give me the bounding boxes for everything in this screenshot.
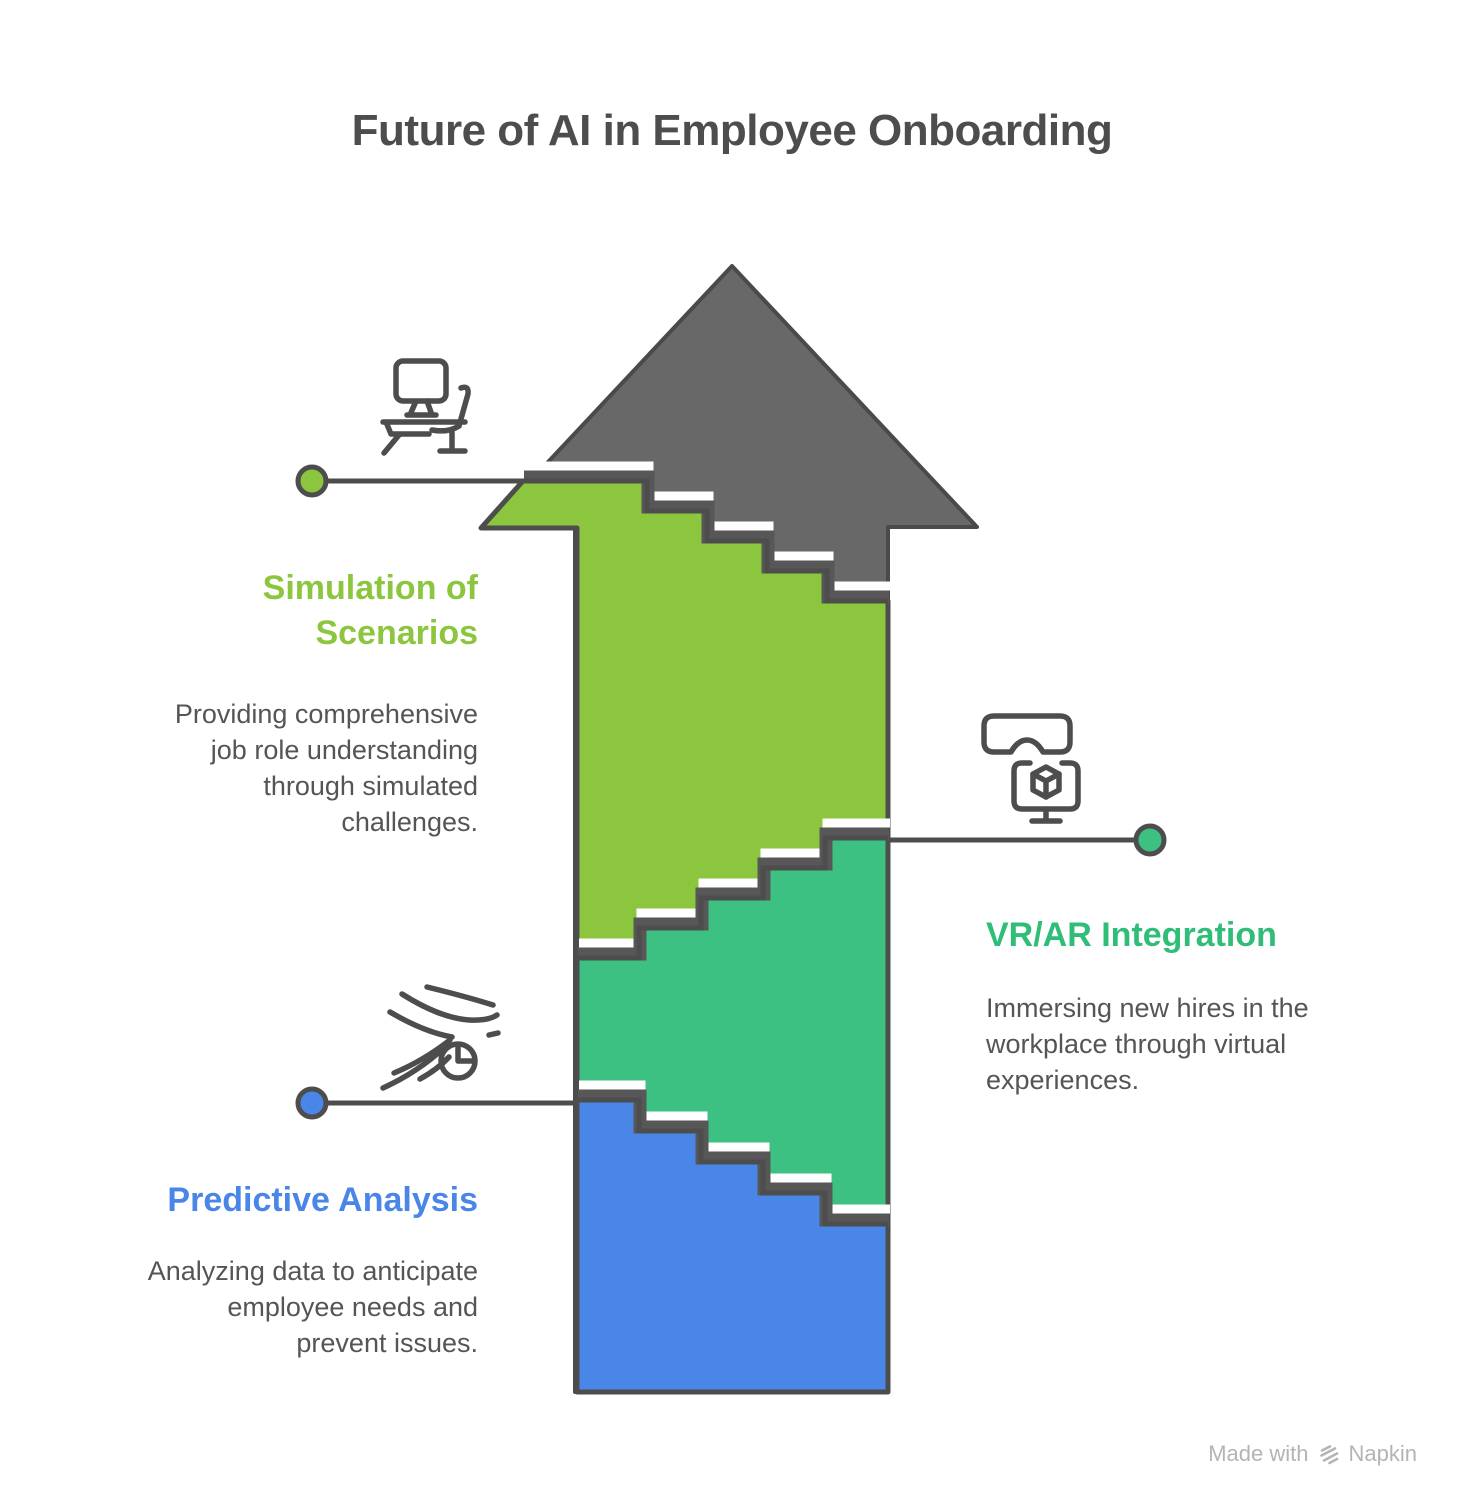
watermark: Made with Napkin	[1208, 1441, 1417, 1467]
vr-headset-monitor-icon	[981, 713, 1081, 824]
step-bevel-top-staircase	[523, 461, 890, 604]
watermark-brand: Napkin	[1348, 1441, 1417, 1466]
step-bevel-middle-staircase	[577, 818, 890, 961]
connector-dot-simulation	[295, 464, 329, 498]
section-description-predictive: Analyzing data to anticipate employee ne…	[147, 1256, 478, 1358]
section-heading-simulation: Simulation of Scenarios	[262, 569, 478, 652]
desk-workstation-icon	[380, 358, 471, 456]
section-heading-predictive: Predictive Analysis	[167, 1181, 478, 1219]
connector-dot-vr-ar	[1133, 823, 1167, 857]
section-description-simulation: Providing comprehensive job role underst…	[174, 699, 478, 837]
step-bevel-bottom-staircase	[577, 1080, 890, 1227]
section-description-vr-ar: Immersing new hires in the workplace thr…	[986, 993, 1309, 1095]
wind-forecast-clock-icon	[380, 984, 501, 1091]
napkin-logo-icon	[1319, 1445, 1338, 1465]
section-heading-vr-ar: VR/AR Integration	[986, 916, 1277, 954]
watermark-prefix: Made with	[1208, 1441, 1309, 1466]
page-title: Future of AI in Employee Onboarding	[351, 106, 1113, 155]
connector-dot-predictive	[295, 1086, 329, 1120]
